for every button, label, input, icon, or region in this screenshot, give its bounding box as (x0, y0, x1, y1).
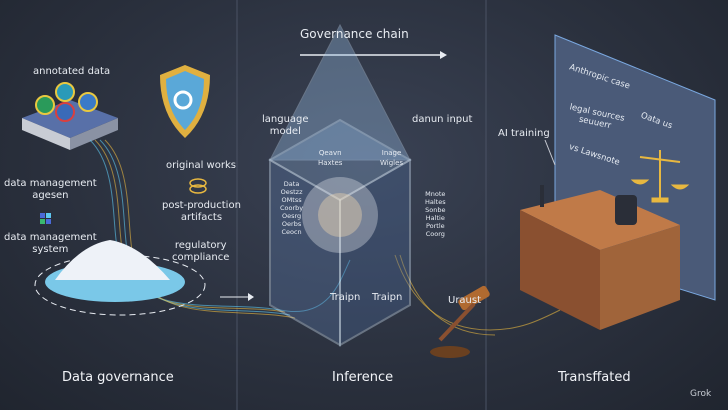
gavel-icon (430, 285, 490, 358)
model-cube (267, 23, 413, 347)
label-train-right: Traipn (372, 292, 403, 303)
panel-top-right: Inage Wigles (380, 149, 404, 167)
scales-icon (630, 150, 690, 203)
label-dm-system: data management system (4, 232, 97, 255)
rings-icon (189, 178, 207, 188)
panel-right: Mnote Haltes Sonbe Haltie Portle Coorg (425, 190, 446, 238)
label-uraust: Uraust (448, 295, 482, 306)
section-transffated: Transffated (558, 370, 631, 385)
label-post-production: post-production artifacts (162, 200, 241, 223)
judge-desk (520, 185, 680, 330)
label-regulatory: regulatory compliance (172, 240, 230, 263)
label-train-left: Traipn (330, 292, 361, 303)
label-dm-agesen: data management agesen (4, 178, 97, 201)
cycle-ring (34, 254, 206, 316)
chair (615, 195, 637, 225)
label-danun-input: danun input (412, 114, 473, 125)
data-pile (55, 240, 170, 280)
panel-left: Data Oestzz OMtss Coorby Oesrg Oerbs Ceo… (280, 180, 304, 236)
section-inference: Inference (332, 370, 394, 385)
watermark: Grok (690, 389, 712, 399)
label-annotated-data: annotated data (33, 66, 111, 77)
section-data-governance: Data governance (62, 370, 174, 385)
header-title: Governance chain (300, 27, 409, 41)
data-management-icon (40, 213, 51, 224)
monitor (540, 185, 544, 207)
label-language-model: language model (262, 114, 309, 137)
label-original-works: original works (166, 160, 236, 171)
label-ai-training: AI training (498, 128, 550, 139)
panel-top-left: Qeavn Haxtes (318, 149, 343, 167)
data-stack-icon (22, 82, 118, 150)
